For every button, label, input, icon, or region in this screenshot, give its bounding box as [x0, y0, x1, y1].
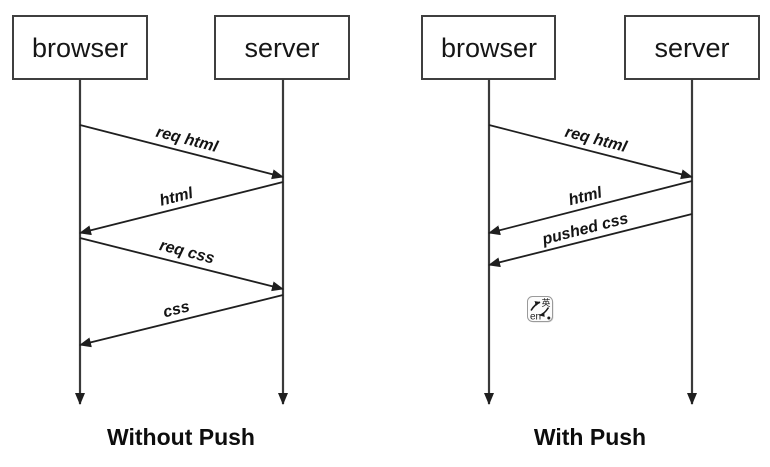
message-label-req-html: req html [563, 124, 629, 156]
message-label-req-css: req css [158, 237, 217, 267]
actor-label-browser: browser [441, 33, 537, 63]
actor-box-server [214, 15, 350, 80]
diagram-with-push: browser server req html html pushed css … [421, 15, 760, 450]
actor-box-server [624, 15, 760, 80]
translate-icon-target-label: 英 [542, 297, 551, 309]
actor-label-server: server [654, 33, 729, 63]
actor-label-browser: browser [32, 33, 128, 63]
message-arrow-req-html [488, 124, 693, 180]
actor-box-browser [12, 15, 148, 80]
message-label-css: css [161, 298, 191, 321]
actor-box-browser [421, 15, 556, 80]
diagram-title-with-push: With Push [534, 424, 646, 450]
translate-icon-source-label: en [530, 312, 541, 323]
translate-overlay-icon[interactable]: 英 en [527, 296, 554, 323]
message-arrow-html [79, 181, 284, 236]
actor-label-server: server [244, 33, 319, 63]
message-arrow-css [79, 294, 284, 348]
message-arrow-req-html [79, 124, 284, 180]
diagram-title-without-push: Without Push [107, 424, 255, 450]
translate-icon-background [527, 296, 553, 322]
swap-arrow-up-icon [530, 301, 541, 311]
swap-arrow-down-icon [539, 307, 550, 317]
message-arrow-req-css [79, 237, 284, 292]
translate-icon-dot [547, 316, 551, 320]
diagram-without-push: browser server req html html req css css… [12, 15, 350, 450]
message-arrow-html [488, 180, 693, 236]
message-label-req-html: req html [154, 124, 220, 156]
message-arrow-pushed-css [488, 213, 693, 268]
